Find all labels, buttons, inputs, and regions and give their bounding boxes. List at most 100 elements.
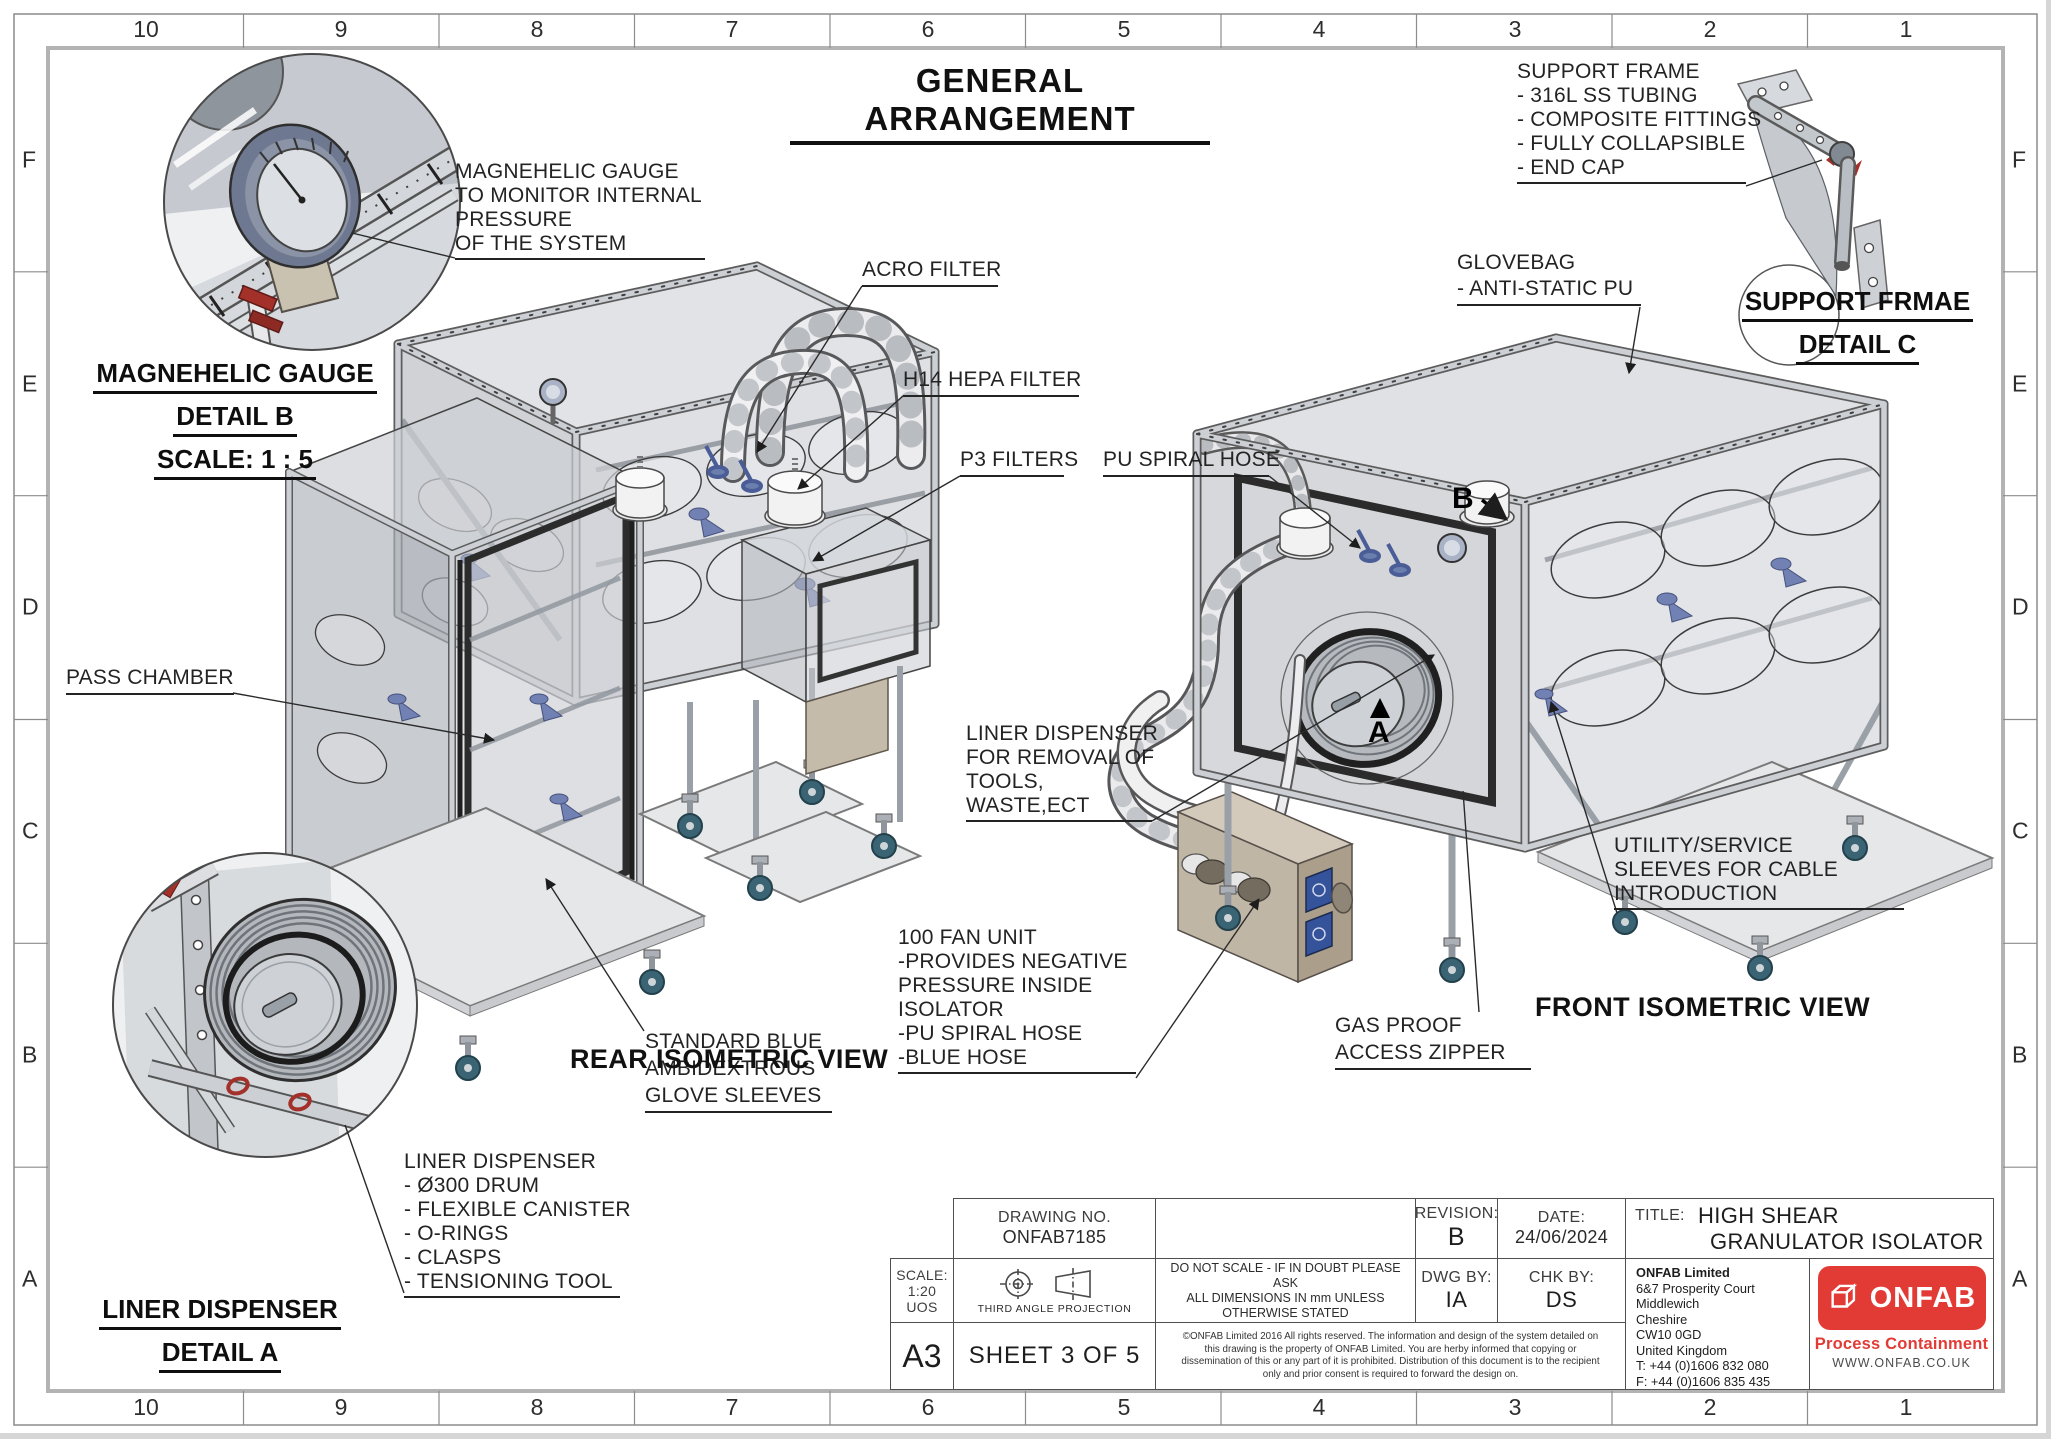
revision-value: B bbox=[1447, 1223, 1466, 1251]
grid-row-right-e: E bbox=[2012, 370, 2028, 397]
detail-b-heading: MAGNEHELIC GAUGE DETAIL B SCALE: 1 : 5 bbox=[80, 358, 390, 487]
title-block: DRAWING NO. ONFAB7185 REVISION: B DATE: … bbox=[890, 1198, 1994, 1390]
logo-cell: ONFAB Process Containment WWW.ONFAB.CO.U… bbox=[1809, 1258, 1994, 1390]
callout-fan-unit: 100 FAN UNIT-PROVIDES NEGATIVE PRESSURE … bbox=[898, 926, 1136, 1074]
company-address-cell: ONFAB Limited 6&7 Prosperity Court Middl… bbox=[1625, 1258, 1810, 1390]
callout-liner-dispenser-detail: LINER DISPENSER- Ø300 DRUM - FLEXIBLE CA… bbox=[404, 1150, 631, 1298]
grid-row-left-e: E bbox=[22, 370, 38, 397]
front-view-title: FRONT ISOMETRIC VIEW bbox=[1535, 992, 1870, 1022]
sheet-size-cell: A3 bbox=[890, 1322, 954, 1390]
projection-cell: THIRD ANGLE PROJECTION bbox=[953, 1258, 1156, 1323]
grid-row-right-b: B bbox=[2012, 1041, 2028, 1068]
grid-col-bottom-5: 5 bbox=[1117, 1394, 1131, 1420]
copyright-cell: ©ONFAB Limited 2016 All rights reserved.… bbox=[1155, 1322, 1626, 1390]
dwg-by-value: IA bbox=[1445, 1286, 1468, 1312]
drawing-no-label: DRAWING NO. bbox=[998, 1209, 1111, 1226]
scale-label: SCALE: bbox=[896, 1266, 948, 1283]
chk-by-label: CHK BY: bbox=[1528, 1268, 1595, 1286]
grid-col-top-3: 3 bbox=[1508, 16, 1522, 42]
onfab-logo: ONFAB bbox=[1817, 1266, 1986, 1330]
scale-note: UOS bbox=[906, 1298, 938, 1315]
grid-col-top-1: 1 bbox=[1899, 16, 1913, 42]
callout-support-frame: SUPPORT FRAME- 316L SS TUBING - COMPOSIT… bbox=[1517, 60, 1761, 184]
grid-row-right-f: F bbox=[2012, 146, 2027, 173]
grid-col-top-5: 5 bbox=[1117, 16, 1131, 42]
grid-col-top-9: 9 bbox=[334, 16, 348, 42]
callout-pu-spiral-hose: PU SPIRAL HOSE bbox=[1103, 446, 1280, 477]
sheet-number: SHEET 3 OF 5 bbox=[968, 1342, 1141, 1369]
grid-col-bottom-6: 6 bbox=[921, 1394, 935, 1420]
grid-row-left-c: C bbox=[22, 817, 39, 844]
hepa-filter-icon bbox=[764, 458, 826, 529]
magnehelic-gauge-icon bbox=[539, 378, 567, 424]
logo-text: ONFAB bbox=[1869, 1281, 1977, 1314]
date-cell: DATE: 24/06/2024 bbox=[1497, 1198, 1626, 1259]
liner-dispenser-drum-icon bbox=[1280, 611, 1454, 785]
chk-by-value: DS bbox=[1545, 1286, 1578, 1312]
grid-col-bottom-4: 4 bbox=[1312, 1394, 1326, 1420]
grid-col-bottom-8: 8 bbox=[530, 1394, 544, 1420]
acro-filter-icon bbox=[612, 456, 668, 522]
title-cell: TITLE: HIGH SHEAR GRANULATOR ISOLATOR bbox=[1625, 1198, 1994, 1259]
grid-col-top-6: 6 bbox=[921, 16, 935, 42]
detail-c-illustration bbox=[1736, 69, 1889, 309]
revision-label: REVISION: bbox=[1414, 1205, 1499, 1222]
drawing-no-cell: DRAWING NO. ONFAB7185 bbox=[953, 1198, 1156, 1259]
revision-cell: REVISION: B bbox=[1415, 1198, 1498, 1259]
cube-icon bbox=[1831, 1283, 1857, 1308]
grid-row-right-a: A bbox=[2012, 1265, 2028, 1292]
drawing-title: HIGH SHEAR GRANULATOR ISOLATOR bbox=[1698, 1203, 1984, 1254]
sheet-edge-shadow-right bbox=[2046, 0, 2051, 1439]
grid-col-bottom-3: 3 bbox=[1508, 1394, 1522, 1420]
callout-acro-filter: ACRO FILTER bbox=[862, 256, 1001, 287]
drawing-no-value: ONFAB7185 bbox=[1002, 1227, 1107, 1247]
company-name: ONFAB Limited bbox=[1636, 1265, 1730, 1280]
sheet-number-cell: SHEET 3 OF 5 bbox=[953, 1322, 1156, 1390]
grid-col-top-7: 7 bbox=[725, 16, 739, 42]
date-value: 24/06/2024 bbox=[1514, 1227, 1609, 1247]
scale-value: 1:20 bbox=[907, 1282, 937, 1299]
detail-c-locator-circle bbox=[1738, 264, 1840, 366]
grid-col-top-10: 10 bbox=[133, 16, 159, 42]
callout-glovebag: GLOVEBAG- ANTI-STATIC PU bbox=[1457, 250, 1641, 306]
title-label: TITLE: bbox=[1635, 1207, 1685, 1224]
blank-cell bbox=[1155, 1198, 1416, 1259]
detail-c-heading: SUPPORT FRMAE DETAIL C bbox=[1730, 286, 1985, 372]
grid-col-bottom-9: 9 bbox=[334, 1394, 348, 1420]
grid-col-top-2: 2 bbox=[1703, 16, 1717, 42]
sheet-edge-shadow-bottom bbox=[0, 1433, 2051, 1439]
callout-pass-chamber: PASS CHAMBER bbox=[66, 664, 234, 695]
grid-col-bottom-2: 2 bbox=[1703, 1394, 1717, 1420]
detail-a-marker: A bbox=[1368, 716, 1390, 749]
grid-row-right-c: C bbox=[2012, 817, 2029, 844]
detail-b-marker: B bbox=[1452, 482, 1474, 515]
projection-caption: THIRD ANGLE PROJECTION bbox=[977, 1302, 1132, 1315]
page-title: GENERAL ARRANGEMENT bbox=[790, 62, 1210, 145]
detail-a-heading: LINER DISPENSER DETAIL A bbox=[70, 1294, 370, 1380]
front-isolator-illustration bbox=[1107, 264, 1995, 984]
callout-h14-hepa-filter: H14 HEPA FILTER bbox=[903, 366, 1081, 397]
grid-col-bottom-1: 1 bbox=[1899, 1394, 1913, 1420]
grid-row-left-a: A bbox=[22, 1265, 38, 1292]
front-gauge-icon bbox=[1437, 533, 1467, 563]
sheet-frame bbox=[13, 13, 2038, 1426]
grid-row-left-f: F bbox=[22, 146, 37, 173]
notes-cell: DO NOT SCALE - IF IN DOUBT PLEASE ASK AL… bbox=[1155, 1258, 1416, 1323]
grid-col-bottom-7: 7 bbox=[725, 1394, 739, 1420]
callout-p3-filters: P3 FILTERS bbox=[960, 446, 1078, 477]
logo-tagline: Process Containment bbox=[1814, 1335, 1989, 1353]
dwg-by-cell: DWG BY: IA bbox=[1415, 1258, 1498, 1323]
grid-row-left-d: D bbox=[22, 593, 39, 620]
third-angle-projection-icon bbox=[999, 1267, 1091, 1300]
scale-cell: SCALE: 1:20 UOS bbox=[890, 1258, 954, 1323]
fan-unit-icon bbox=[1175, 791, 1355, 984]
grid-row-left-b: B bbox=[22, 1041, 38, 1068]
chk-by-cell: CHK BY: DS bbox=[1497, 1258, 1626, 1323]
dwg-by-label: DWG BY: bbox=[1421, 1268, 1492, 1286]
